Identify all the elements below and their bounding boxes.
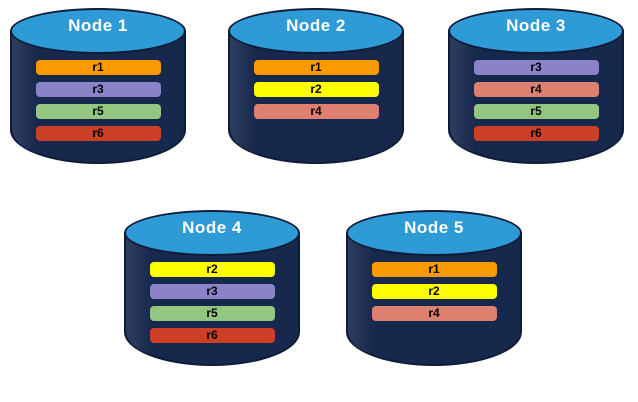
replica-list: r2 r3 r5 r6: [124, 262, 300, 350]
replica-bar-r3[interactable]: r3: [473, 60, 599, 75]
node-label: Node 2: [286, 16, 346, 35]
replica-bar-r2[interactable]: r2: [149, 262, 275, 277]
replica-bar-r5[interactable]: r5: [473, 104, 599, 119]
replica-bar-r1[interactable]: r1: [253, 60, 379, 75]
replica-bar-r4[interactable]: r4: [253, 104, 379, 119]
replica-list: r1 r3 r5 r6: [10, 60, 186, 148]
replica-list: r1 r2 r4: [228, 60, 404, 126]
replica-bar-r5[interactable]: r5: [35, 104, 161, 119]
replica-bar-r2[interactable]: r2: [253, 82, 379, 97]
node-label: Node 3: [506, 16, 566, 35]
replica-bar-r5[interactable]: r5: [149, 306, 275, 321]
node-label: Node 4: [182, 218, 242, 237]
cylinder-top-ellipse: [124, 210, 300, 256]
cylinder-top-ellipse: [228, 8, 404, 54]
cylinder-top-ellipse: [346, 210, 522, 256]
replica-bar-r4[interactable]: r4: [371, 306, 497, 321]
database-node-2[interactable]: Node 2 r1 r2 r4: [228, 8, 404, 186]
replica-bar-r2[interactable]: r2: [371, 284, 497, 299]
replica-list: r3 r4 r5 r6: [448, 60, 624, 148]
replica-bar-r6[interactable]: r6: [35, 126, 161, 141]
node-label: Node 1: [68, 16, 128, 35]
replica-bar-r3[interactable]: r3: [35, 82, 161, 97]
replica-bar-r3[interactable]: r3: [149, 284, 275, 299]
database-node-3[interactable]: Node 3 r3 r4 r5 r6: [448, 8, 624, 186]
cylinder-top-ellipse: [448, 8, 624, 54]
replica-bar-r1[interactable]: r1: [371, 262, 497, 277]
replica-list: r1 r2 r4: [346, 262, 522, 328]
replica-bar-r6[interactable]: r6: [149, 328, 275, 343]
database-node-1[interactable]: Node 1 r1 r3 r5 r6: [10, 8, 186, 186]
replica-bar-r4[interactable]: r4: [473, 82, 599, 97]
cylinder-top-ellipse: [10, 8, 186, 54]
replica-bar-r1[interactable]: r1: [35, 60, 161, 75]
database-node-5[interactable]: Node 5 r1 r2 r4: [346, 210, 522, 388]
node-label: Node 5: [404, 218, 464, 237]
replica-bar-r6[interactable]: r6: [473, 126, 599, 141]
database-node-4[interactable]: Node 4 r2 r3 r5 r6: [124, 210, 300, 388]
cylinder-body: [448, 30, 624, 164]
